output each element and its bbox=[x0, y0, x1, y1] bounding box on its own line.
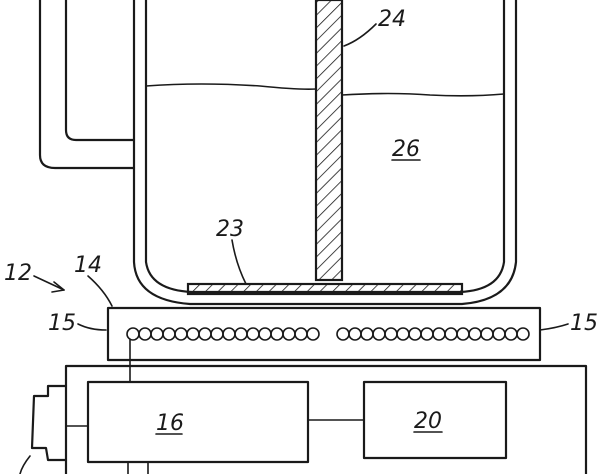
label-24: 24 bbox=[378, 7, 406, 32]
label-15-left: 15 bbox=[48, 311, 76, 336]
label-26: 26 bbox=[392, 137, 420, 162]
stirring-shaft bbox=[314, 0, 344, 282]
base-plate bbox=[106, 306, 542, 362]
leader-14 bbox=[87, 275, 113, 307]
control-knob bbox=[30, 384, 68, 462]
liquid-surface bbox=[145, 83, 505, 97]
coil-row-left bbox=[126, 327, 320, 341]
leader-12-arrowhead bbox=[51, 281, 65, 293]
sensor-unit-box bbox=[362, 380, 508, 460]
control-unit-box bbox=[86, 380, 310, 464]
leader-23 bbox=[231, 239, 247, 285]
jug-handle bbox=[38, 0, 136, 170]
jug-outer-wall bbox=[132, 0, 518, 306]
leader-24 bbox=[343, 23, 377, 47]
label-20: 20 bbox=[414, 409, 442, 434]
heating-plate bbox=[186, 282, 464, 296]
knob-leader bbox=[19, 455, 31, 474]
leader-12 bbox=[33, 275, 65, 291]
box16-bottom-line bbox=[127, 461, 149, 474]
leader-15-right bbox=[539, 323, 569, 331]
label-14: 14 bbox=[74, 253, 102, 278]
base-housing bbox=[64, 364, 588, 474]
label-15-right: 15 bbox=[570, 311, 598, 336]
leader-15-left bbox=[77, 323, 107, 331]
label-23: 23 bbox=[216, 217, 244, 242]
label-12: 12 bbox=[4, 261, 32, 286]
coil-row-right bbox=[336, 327, 530, 341]
label-16: 16 bbox=[156, 411, 184, 436]
